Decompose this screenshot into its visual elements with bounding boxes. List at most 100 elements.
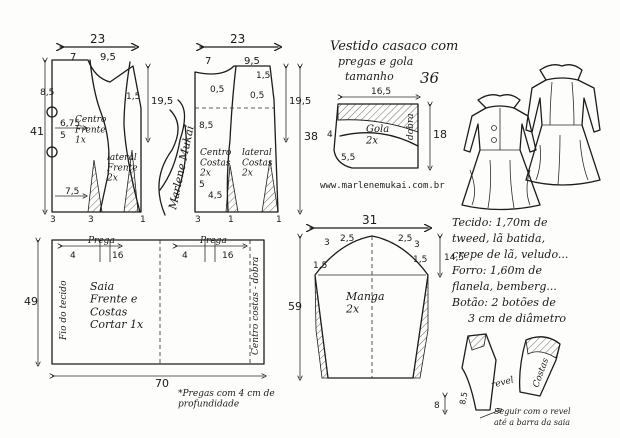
dress-front-pleats (469, 159, 531, 209)
front-c-label: 19,5 (151, 96, 173, 107)
collar-width-label: 16,5 (371, 87, 391, 97)
sleeve-c-label: 1,5 (313, 261, 327, 271)
front-width-label: 23 (90, 32, 105, 46)
back-j-label: 1 (228, 215, 234, 225)
collar-hatch (337, 103, 419, 133)
sleeve-h-label: 59 (288, 300, 302, 313)
back-hatch-right (261, 159, 279, 213)
revel-label-2: Costas (531, 357, 551, 389)
revel-note-arrow (479, 410, 500, 419)
dress-back-illustration (525, 64, 601, 186)
dress-front-button-2 (491, 137, 497, 143)
dress-back-pleats (535, 134, 589, 186)
back-bodice-outline (194, 65, 279, 213)
back-a-label: 1,5 (256, 71, 270, 81)
back-shoulder-label: 7 (205, 56, 211, 67)
front-bodice-outline (51, 59, 142, 213)
website-text: www.marlenemukai.com.br (320, 181, 445, 191)
skirt-fold-left-label: Fio do tecido (59, 280, 69, 341)
revel-note-1: Seguir com o revel (494, 407, 571, 416)
materials-line-5: flanela, bemberg... (451, 280, 557, 293)
skirt-m1-label: 4 (70, 251, 76, 261)
skirt-fold-right-label: Centro costas - dobra (251, 257, 261, 355)
dress-front-button-1 (491, 125, 497, 131)
skirt-outline (51, 239, 265, 365)
sleeve-a-label: 3 (324, 238, 330, 248)
back-hatch-left (225, 164, 239, 213)
sleeve-width-label: 31 (362, 213, 377, 227)
front-j-label: 1 (140, 215, 146, 225)
skirt-width-label: 70 (155, 377, 169, 390)
front-hatch-right (123, 149, 139, 213)
back-bodice-piece: 23 7 9,5 1,5 0,5 0,5 8,5 19,5 38 5 4,5 3… (194, 32, 318, 225)
revel-a-label: 8 (434, 401, 440, 411)
title-block: Vestido casaco com pregas e gola tamanho… (330, 39, 458, 87)
front-shoulder-label: 7 (70, 52, 76, 63)
skirt-pleat-1-label: Prega (87, 236, 115, 246)
sleeve-b-label: 2,5 (340, 234, 354, 244)
front-bodice-piece: 23 7 9,5 8,5 1,5 19,5 41 6,75 5 7,5 3 3 … (30, 32, 173, 225)
materials-line-4: Forro: 1,60m de (451, 264, 542, 277)
dress-back-seams (549, 81, 575, 126)
front-a-label: 8,5 (40, 88, 54, 98)
skirt-m4-label: 16 (222, 251, 234, 261)
front-d-label: 41 (30, 125, 44, 138)
sleeve-hatch-right (412, 274, 429, 379)
dress-front-collar (477, 94, 521, 109)
skirt-m2-label: 16 (112, 251, 124, 261)
signature-mark: Marlene Mukai (158, 99, 197, 216)
materials-line-6: Botão: 2 botões de (451, 296, 556, 309)
skirt-pleat-2-label: Prega (199, 236, 227, 246)
collar-b-label: 4 (327, 130, 333, 140)
sleeve-e-label: 2,5 (398, 234, 412, 244)
front-b-label: 1,5 (126, 92, 140, 102)
skirt-height-label: 49 (24, 295, 38, 308)
sleeve-outline (314, 235, 429, 379)
sleeve-f-label: 3 (414, 240, 420, 250)
materials-line-3: crepe de lã, veludo... (452, 248, 568, 261)
materials-line-7: 3 cm de diâmetro (468, 312, 566, 325)
dress-back-body (525, 79, 601, 186)
back-g-label: 5 (199, 180, 205, 190)
collar-a-label: 5,5 (341, 153, 355, 163)
back-width-label: 23 (230, 32, 245, 46)
back-i-label: 3 (195, 215, 201, 225)
materials-line-2: tweed, lã batida, (452, 232, 545, 245)
collar-roll-line (339, 132, 419, 147)
materials-block: Tecido: 1,70m de tweed, lã batida, crepe… (451, 216, 568, 325)
back-c-label: 0,5 (250, 91, 264, 101)
title-size: 36 (420, 69, 440, 87)
dress-front-body (461, 107, 541, 211)
materials-line-1: Tecido: 1,70m de (452, 216, 548, 229)
signature-text: Marlene Mukai (166, 124, 197, 211)
sleeve-d-label: 1,5 (413, 255, 427, 265)
front-hatch-left (87, 159, 103, 213)
dress-back-collar (539, 64, 583, 81)
front-h-label: 3 (50, 215, 56, 225)
back-k-label: 1 (276, 215, 282, 225)
title-line-2: pregas e gola (338, 55, 413, 68)
skirt-m3-label: 4 (182, 251, 188, 261)
dress-front-illustration (461, 94, 541, 211)
revel-pieces: 8 8,5 revel Costas Seguir com o revel at… (434, 333, 571, 427)
revel-back-hatch (525, 336, 561, 359)
title-line-1: Vestido casaco com (330, 39, 458, 54)
back-e-label: 19,5 (289, 96, 311, 107)
front-e-label: 6,75 (60, 119, 80, 129)
collar-fold-label: dobra (406, 113, 416, 140)
skirt-piece: Prega Prega 4 16 4 16 49 70 Fio do tecid… (24, 236, 275, 409)
front-g-label: 7,5 (65, 187, 79, 197)
back-neck-label: 9,5 (244, 56, 260, 67)
revel-front-outline (461, 333, 497, 411)
revel-b-label: 8,5 (458, 391, 469, 405)
